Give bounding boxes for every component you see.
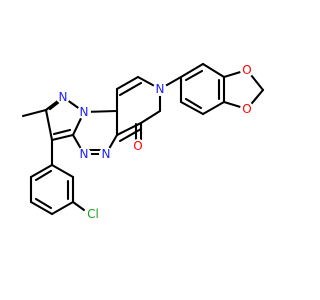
bond (29, 163, 54, 179)
nitrogen-atom: N (77, 147, 91, 161)
bond (29, 200, 54, 216)
bonds (21, 62, 265, 216)
nitrogen-atom: N (56, 90, 70, 104)
bond (34, 169, 53, 182)
bond (184, 97, 203, 110)
bond (118, 127, 143, 143)
bond (179, 100, 205, 116)
oxygen-label: O (242, 63, 251, 77)
nitrogen-atom: N (153, 82, 167, 96)
oxygen-label: O (133, 139, 142, 153)
bond (52, 128, 72, 136)
bond (201, 100, 226, 116)
bond (201, 62, 226, 79)
nitrogen-label: N (156, 82, 165, 96)
nitrogen-atom: N (77, 105, 91, 119)
bond (184, 69, 204, 82)
nitrogen-label: N (80, 105, 89, 119)
bond (179, 62, 205, 79)
bond (71, 200, 86, 212)
chlorine-atom: Cl (84, 205, 102, 223)
bond (118, 81, 143, 97)
molecule-canvas: N N N N N O O O (21, 62, 265, 223)
bond (139, 109, 162, 125)
oxygen-label: O (242, 102, 251, 116)
bond (48, 100, 61, 111)
bond (44, 108, 54, 142)
bond (34, 197, 53, 210)
oxygen-atom: O (131, 139, 145, 153)
chlorine-label: Cl (87, 207, 99, 221)
bond (115, 121, 143, 137)
bond (50, 163, 75, 179)
molecule-structure: N N N N N O O O (21, 62, 265, 223)
bond (50, 200, 75, 216)
oxygen-atom: O (240, 63, 254, 77)
bond (50, 133, 75, 142)
nitrogen-label: N (102, 147, 111, 161)
oxygen-atom: O (240, 102, 254, 116)
bond (21, 108, 48, 118)
nitrogen-label: N (80, 147, 89, 161)
atom-labels: N N N N N O O O (56, 63, 254, 223)
bond (115, 75, 140, 91)
nitrogen-label: N (59, 90, 68, 104)
nitrogen-atom: N (99, 147, 113, 161)
